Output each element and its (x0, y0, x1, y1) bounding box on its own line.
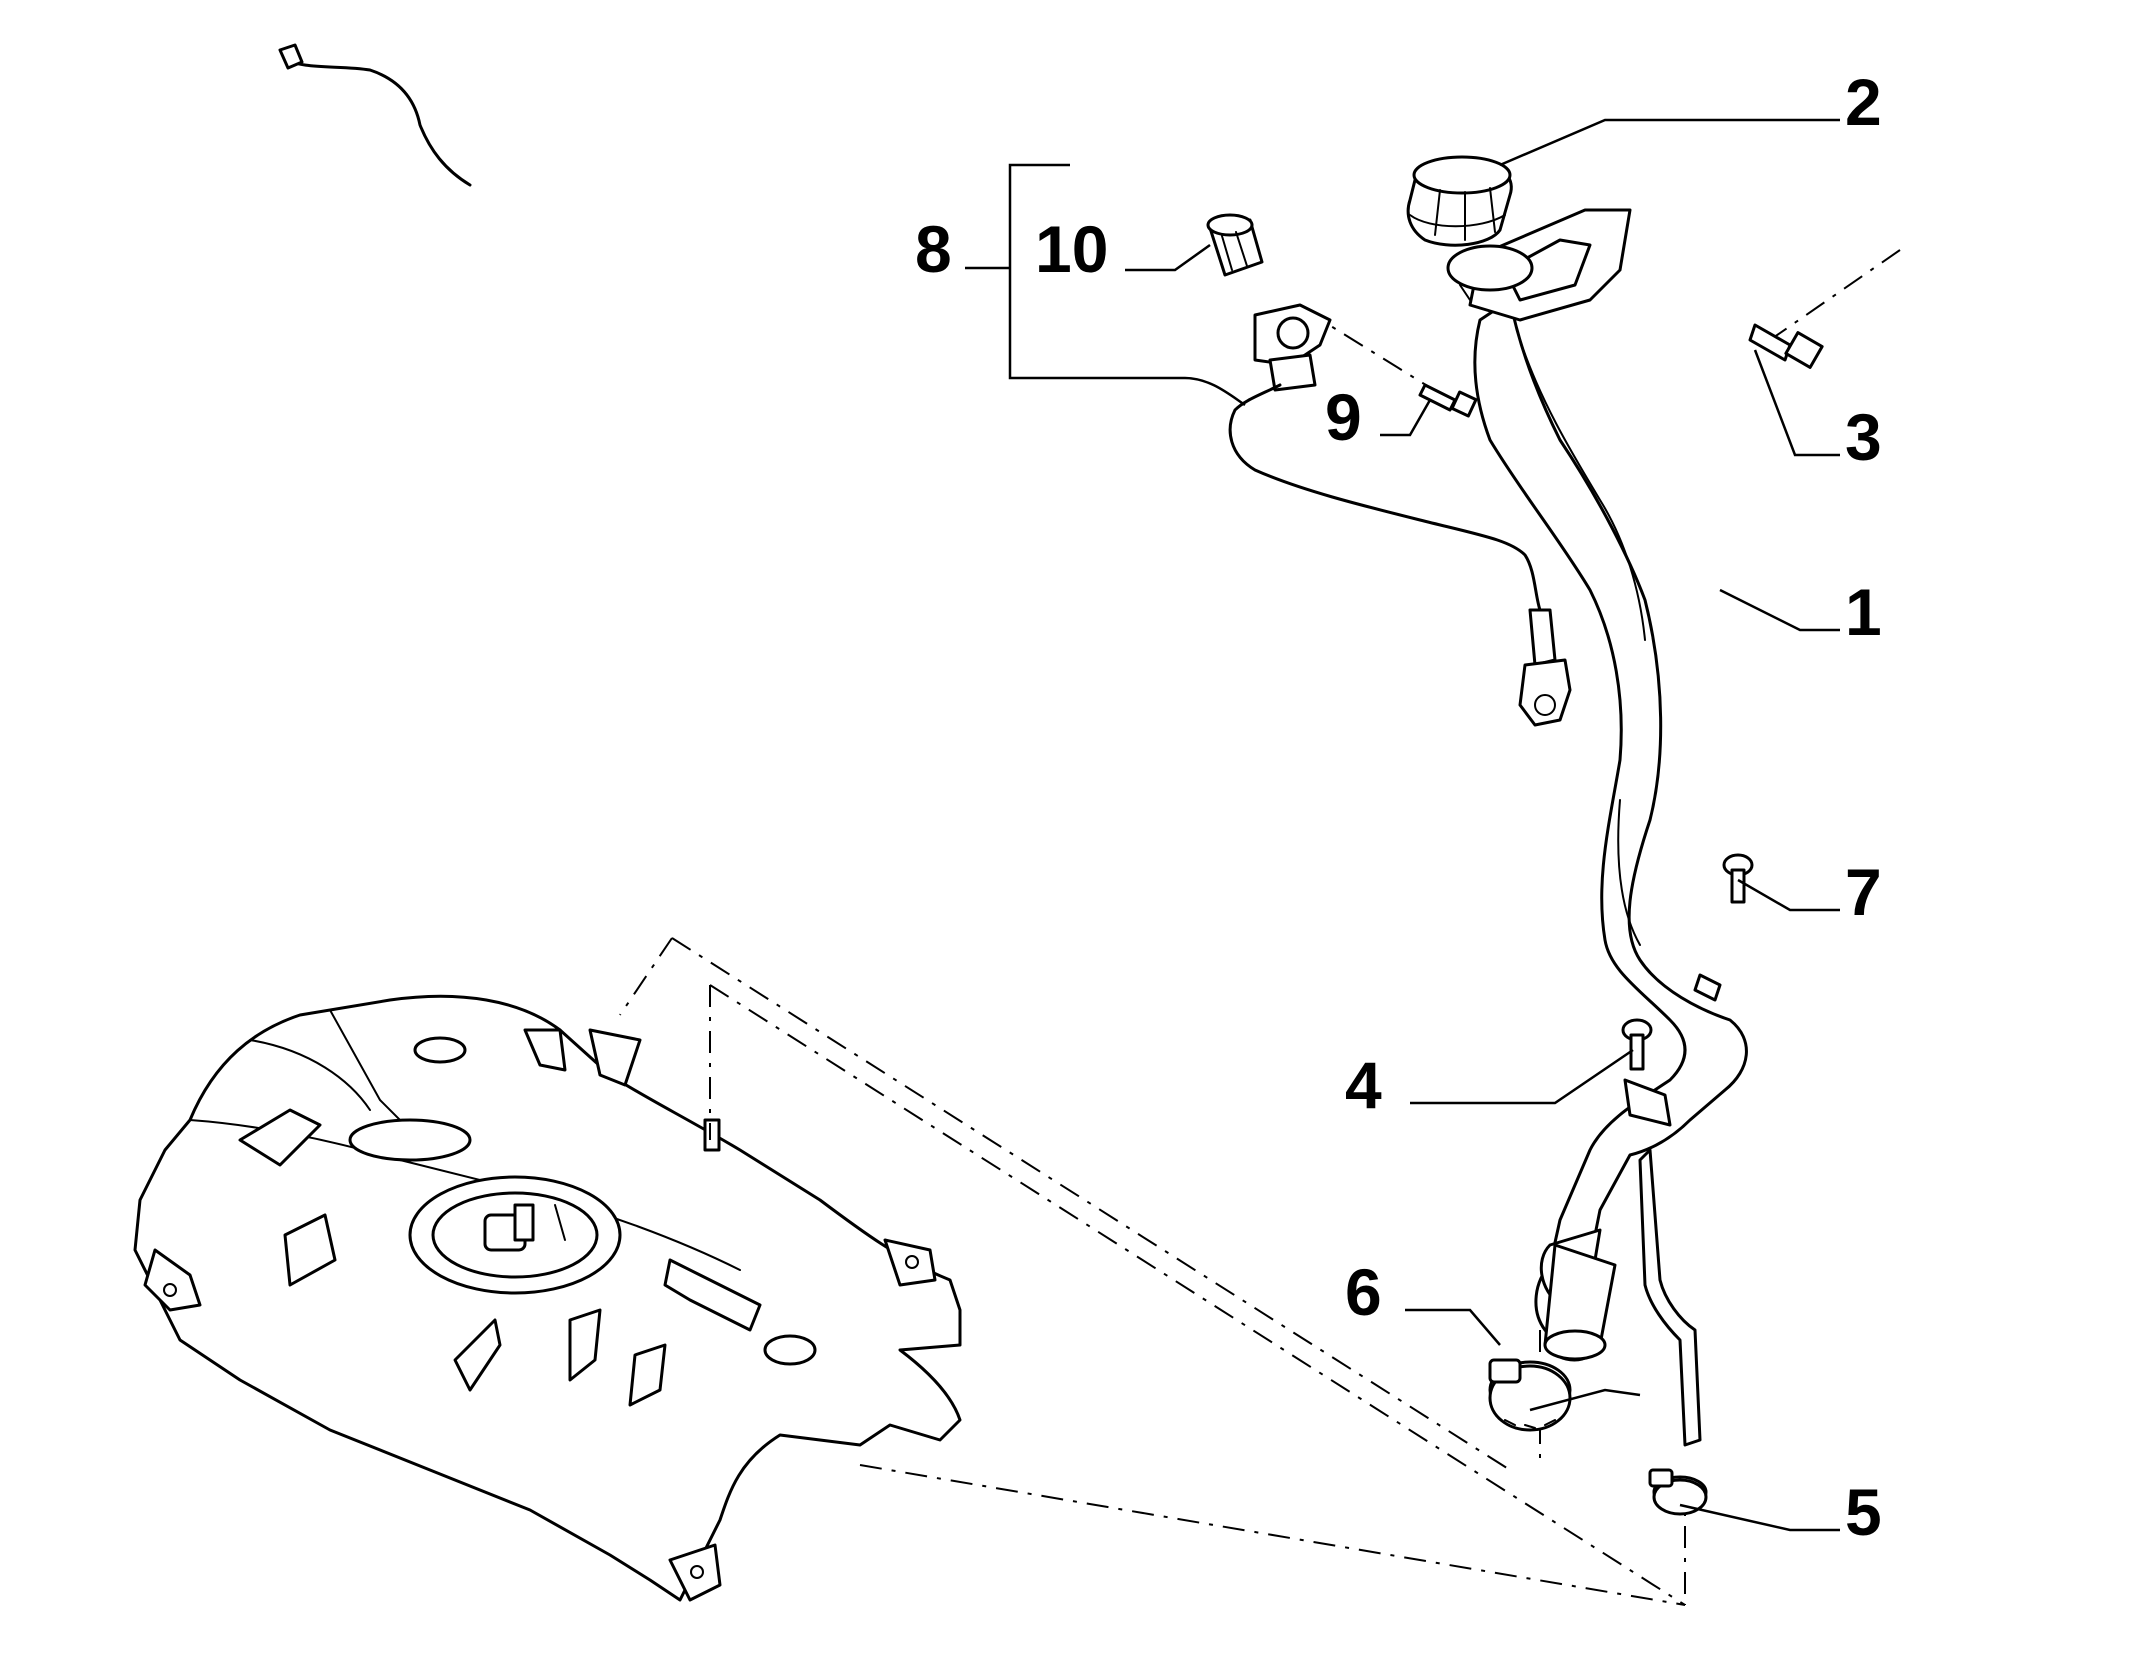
fuel-cap (278, 43, 1513, 247)
callout-7: 7 (1845, 855, 1882, 929)
bolt-3 (1748, 323, 1824, 369)
group-bracket-8 (965, 163, 1246, 407)
callout-10: 10 (1035, 212, 1108, 286)
callout-8: 8 (915, 212, 952, 286)
callout-1: 1 (1845, 575, 1882, 649)
callout-4: 4 (1345, 1048, 1382, 1122)
filler-pipe (1446, 208, 1748, 1447)
callout-5: 5 (1845, 1475, 1882, 1549)
callout-9: 9 (1325, 380, 1362, 454)
hose-clamp-6 (1488, 1358, 1572, 1432)
callout-2: 2 (1845, 65, 1882, 139)
callout-6: 6 (1345, 1255, 1382, 1329)
fuel-tank (133, 994, 962, 1602)
hose-clamp-5 (1648, 1468, 1708, 1516)
leader-lines (1125, 118, 1840, 1532)
hose-sleeve (1543, 1243, 1617, 1362)
screw-7 (1722, 853, 1754, 904)
screw-4 (1621, 1018, 1653, 1071)
callout-3: 3 (1845, 400, 1882, 474)
sensor-assembly (1206, 213, 1572, 727)
